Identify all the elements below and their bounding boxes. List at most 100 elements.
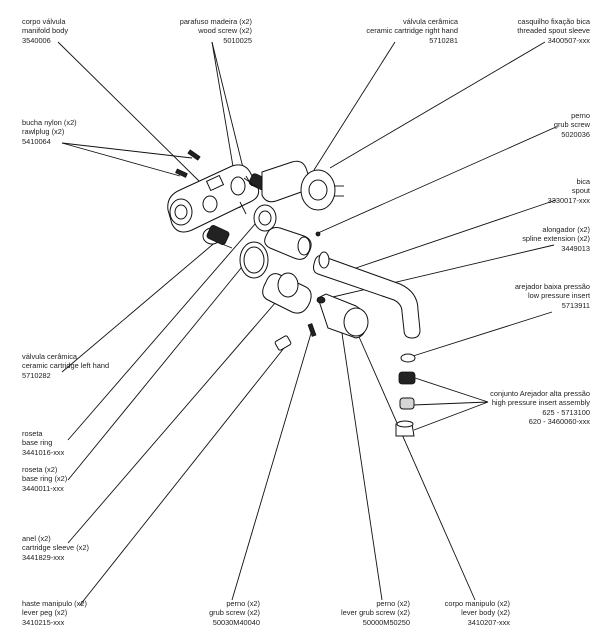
label-line: wood screw (x2) [198, 26, 252, 36]
leader-lever-peg [79, 347, 285, 606]
leader-lines [57, 41, 557, 606]
label-line: 5710282 [22, 370, 51, 380]
label-line: 3440011-xxx [22, 483, 64, 493]
label-line: 3449013 [561, 243, 590, 253]
label-line: 5410064 [22, 136, 51, 146]
high-pressure-insert-part [395, 371, 416, 437]
label-base-ring-x2: roseta (x2) base ring (x2) 3440011-xxx [22, 465, 67, 493]
leader-spout [349, 199, 557, 271]
label-lever-grub-screw: perno (x2) lever grub screw (x2) 50000M5… [300, 599, 410, 627]
label-line: roseta [22, 429, 43, 438]
lever-body-part [316, 293, 369, 339]
label-low-pressure-insert: arejador baixa pressão low pressure inse… [480, 282, 590, 310]
label-line: 3441829-xxx [22, 552, 65, 562]
label-spline-extension: alongador (x2) spline extension (x2) 344… [480, 225, 590, 253]
rawlplug-part [175, 149, 201, 178]
label-line: 3441016-xxx [22, 447, 65, 457]
label-line: perno (x2) [226, 599, 260, 608]
label-line: conjunto Arejador alta pressão [490, 389, 590, 398]
label-line: 3410215-xxx [22, 617, 65, 627]
leader-manifold-body [57, 41, 201, 183]
label-line: spline extension (x2) [522, 234, 590, 244]
label-lever-peg: haste manipulo (x2) lever peg (x2) 34102… [22, 599, 87, 627]
spline-extension-part [264, 227, 312, 260]
label-line: rawlplug (x2) [22, 127, 65, 137]
label-line: 5713911 [561, 300, 590, 310]
label-manifold-body: corpo válvula manifold body 3540006 [22, 17, 68, 45]
label-line: casquilho fixação bica [517, 17, 590, 26]
leader-base-ring [67, 215, 263, 441]
label-line: válvula cerâmica [22, 352, 78, 361]
label-line: 620 - 3460060-xxx [528, 417, 590, 427]
label-base-ring: roseta base ring 3441016-xxx [22, 429, 64, 457]
label-line: alongador (x2) [542, 225, 590, 234]
label-line: spout [571, 186, 590, 196]
label-line: roseta (x2) [22, 465, 58, 474]
label-line: 5710281 [429, 35, 458, 45]
label-grub-screw-x2: perno (x2) grub screw (x2) 50030M40040 [160, 599, 260, 627]
label-line: 5020036 [561, 129, 590, 139]
label-line: 3410207-xxx [467, 617, 510, 627]
leader-rawlplug-a [61, 142, 193, 159]
spout-sleeve-part [261, 160, 344, 211]
label-line: 50030M40040 [212, 617, 260, 627]
label-line: perno (x2) [376, 599, 410, 608]
label-line: parafuso madeira (x2) [179, 17, 252, 26]
label-spout: bica spout 3330017-xxx [510, 177, 590, 205]
base-ring-x2-part [239, 241, 269, 279]
label-line: 50000M50250 [362, 617, 410, 627]
parts [167, 149, 421, 437]
label-line: 3400507-xxx [547, 35, 590, 45]
label-line: 625 - 5713100 [542, 407, 590, 417]
label-line: bica [576, 177, 590, 186]
grub-screw-x2-part [307, 323, 317, 337]
leader-lever-body [355, 329, 476, 601]
label-line: 3330017-xxx [547, 195, 590, 205]
leader-grub-screw-x2 [231, 329, 313, 601]
label-line: lever grub screw (x2) [341, 608, 410, 618]
manifold-body-part [167, 164, 260, 233]
label-cartridge-sleeve: anel (x2) cartridge sleeve (x2) 3441829-… [22, 534, 89, 562]
base-ring-part [253, 204, 277, 232]
label-line: ceramic cartridge left hand [22, 361, 110, 371]
label-line: válvula cerâmica [402, 17, 458, 26]
label-line: grub screw [553, 120, 590, 130]
label-line: threaded spout sleeve [517, 26, 590, 36]
label-high-pressure-insert: conjunto Arejador alta pressão high pres… [460, 389, 590, 427]
label-line: arejador baixa pressão [514, 282, 590, 291]
label-line: 5010025 [223, 35, 252, 45]
label-line: 3540006 [22, 35, 51, 45]
label-line: base ring [22, 438, 53, 448]
leader-high-pressure-c [413, 401, 489, 431]
label-line: corpo válvula [22, 17, 66, 26]
label-line: base ring (x2) [22, 474, 68, 484]
cartridge-left-part [202, 225, 233, 249]
grub-screw-spout-part [315, 231, 321, 237]
label-line: lever peg (x2) [22, 608, 68, 618]
label-cartridge-left: válvula cerâmica ceramic cartridge left … [22, 352, 109, 380]
leader-rawlplug-b [61, 142, 181, 177]
leader-cartridge-sleeve [67, 287, 289, 544]
label-line: grub screw (x2) [209, 608, 260, 618]
low-pressure-insert-part [400, 353, 416, 363]
spout-part [313, 251, 421, 339]
leader-spline-extension [319, 244, 555, 301]
leader-base-ring-x2 [67, 261, 247, 481]
leader-spout-sleeve [329, 41, 546, 169]
leader-high-pressure-a [414, 377, 489, 403]
leader-lever-grub-screw [339, 319, 383, 601]
lever-peg-part [274, 335, 292, 351]
leader-low-pressure-insert [412, 311, 553, 357]
label-line: manifold body [22, 26, 69, 36]
leader-grub-screw-spout [317, 126, 557, 234]
leader-cartridge-right [313, 41, 396, 171]
label-lever-body: corpo manipulo (x2) lever body (x2) 3410… [410, 599, 510, 627]
label-line: haste manipulo (x2) [22, 599, 87, 608]
label-line: bucha nylon (x2) [22, 118, 77, 127]
leader-high-pressure-b [412, 401, 489, 406]
cartridge-sleeve-part [262, 272, 312, 314]
leader-wood-screw-a [211, 41, 247, 181]
leader-cartridge-left [61, 239, 219, 373]
